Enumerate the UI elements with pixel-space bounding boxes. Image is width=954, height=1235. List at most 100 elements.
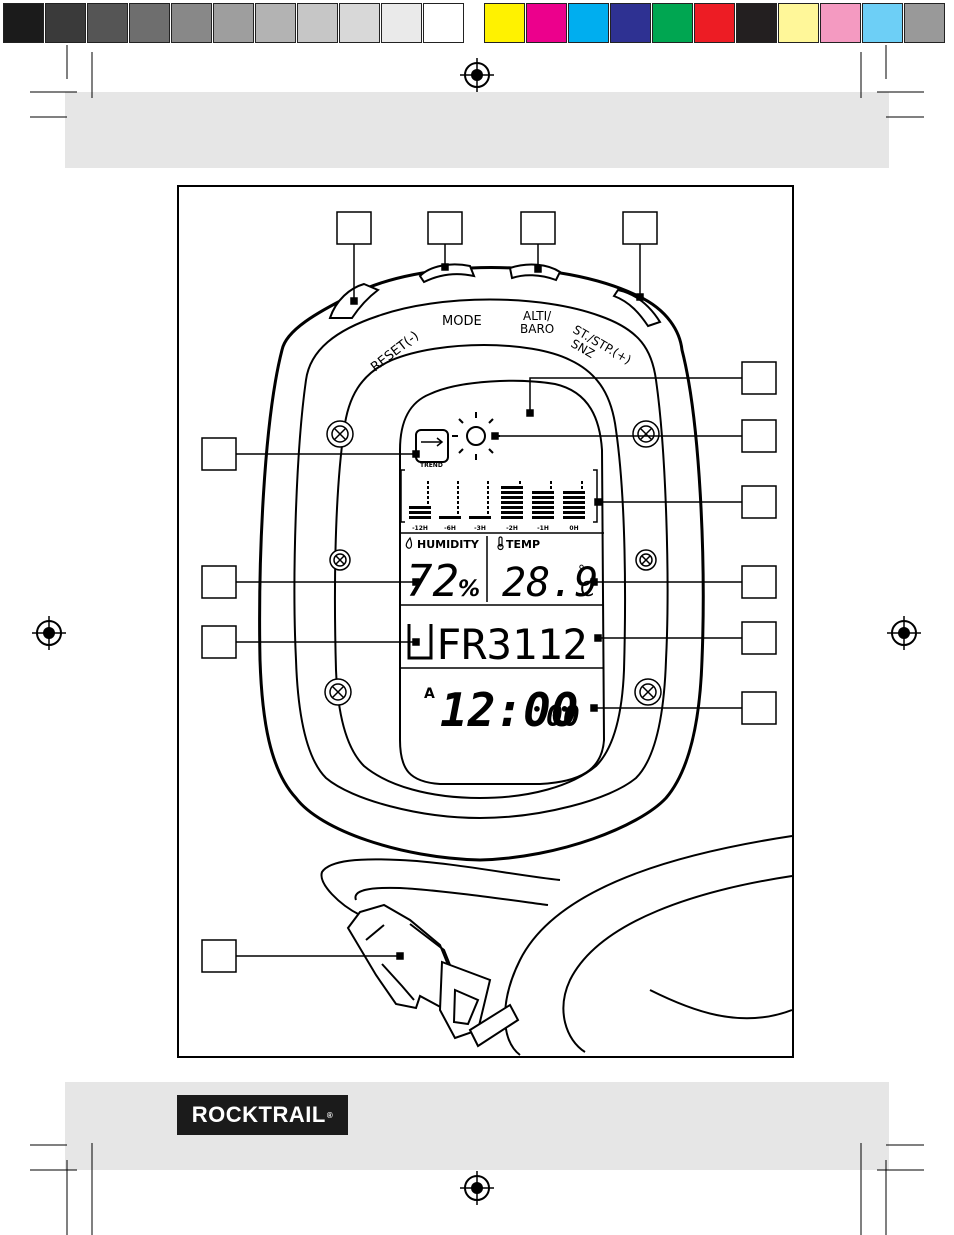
history-segment: [409, 506, 431, 509]
color-swatch: [129, 3, 170, 43]
history-segment: [457, 481, 459, 484]
callout-box: [741, 565, 777, 599]
mode-label: MODE: [442, 314, 482, 329]
screws: [324, 420, 662, 706]
history-segment: [457, 491, 459, 494]
color-swatch: [652, 3, 693, 43]
callout-box: [741, 621, 777, 655]
callout-box: [622, 211, 658, 245]
history-segment: [563, 506, 585, 509]
callout-box: [427, 211, 463, 245]
history-segment: [563, 501, 585, 504]
history-tick-label: -2H: [506, 525, 518, 532]
history-segment: [439, 516, 461, 519]
arrow-right-icon: [421, 437, 444, 447]
history-segment: [501, 511, 523, 514]
trend-indicator: [415, 429, 449, 463]
history-segment: [501, 496, 523, 499]
history-segment: [532, 491, 554, 494]
color-swatch: [381, 3, 422, 43]
history-segment: [550, 486, 552, 489]
color-swatch: [45, 3, 86, 43]
history-segment: [519, 481, 521, 484]
registration-mark-top: [460, 58, 494, 92]
history-segment: [581, 481, 583, 484]
color-swatch: [255, 3, 296, 43]
history-segment: [457, 511, 459, 514]
crop-marks: [30, 45, 924, 1235]
history-segment: [457, 486, 459, 489]
screw-icon: [632, 420, 660, 448]
color-swatch: [339, 3, 380, 43]
history-segment: [487, 486, 489, 489]
humidity-unit: %: [458, 577, 480, 602]
history-tick-label: -3H: [474, 525, 486, 532]
trend-label: TREND: [420, 462, 443, 469]
screw-icon: [324, 678, 352, 706]
history-segment: [487, 501, 489, 504]
color-swatch: [423, 3, 464, 43]
color-swatch: [568, 3, 609, 43]
gray-swatch-bar: [3, 3, 465, 43]
mode-button[interactable]: [418, 263, 476, 284]
alti-label-line1: ALTI/: [523, 309, 552, 323]
color-swatch-bar: [484, 3, 946, 43]
bezel-ring: [293, 298, 669, 820]
am-indicator: A: [424, 686, 435, 702]
history-segment: [532, 511, 554, 514]
st-stp-button[interactable]: [612, 288, 662, 328]
history-segment: [469, 516, 491, 519]
history-segment: [501, 491, 523, 494]
history-segment: [532, 506, 554, 509]
thermometer-icon: [497, 536, 504, 551]
registration-mark-right: [887, 616, 921, 650]
color-swatch: [213, 3, 254, 43]
color-swatch: [526, 3, 567, 43]
history-segment: [427, 496, 429, 499]
color-swatch: [820, 3, 861, 43]
buckle: [346, 903, 520, 1048]
brand-logo: ROCKTRAIL®: [177, 1095, 348, 1135]
color-swatch: [694, 3, 735, 43]
history-segment: [457, 496, 459, 499]
date-row: FR3112: [436, 620, 588, 669]
color-swatch: [736, 3, 777, 43]
callouts: [201, 211, 777, 973]
history-segment: [427, 481, 429, 484]
screw-icon: [635, 549, 657, 571]
history-segment: [532, 501, 554, 504]
color-swatch: [610, 3, 651, 43]
history-segment: [427, 491, 429, 494]
history-segment: [457, 506, 459, 509]
screw-icon: [329, 549, 351, 571]
callout-box: [520, 211, 556, 245]
history-segment: [457, 501, 459, 504]
history-segment: [487, 506, 489, 509]
history-segment: [487, 511, 489, 514]
history-segment: [563, 491, 585, 494]
time-main: 12:00: [440, 683, 578, 737]
color-swatch: [297, 3, 338, 43]
color-swatch: [171, 3, 212, 43]
history-segment: [581, 486, 583, 489]
callout-box: [201, 437, 237, 471]
temp-label: TEMP: [506, 538, 540, 551]
color-swatch: [87, 3, 128, 43]
history-segment: [409, 511, 431, 514]
history-tick-label: -12H: [412, 525, 428, 532]
color-swatch: [778, 3, 819, 43]
history-segment: [532, 496, 554, 499]
callout-box: [336, 211, 372, 245]
history-segment: [487, 481, 489, 484]
callout-box: [741, 485, 777, 519]
time-seconds: 00: [546, 700, 580, 733]
color-swatch: [3, 3, 44, 43]
history-segment: [501, 516, 523, 519]
humidity-drop-icon: [405, 536, 413, 549]
temp-degree: °: [578, 563, 585, 579]
registration-mark-left: [32, 616, 66, 650]
color-swatch: [484, 3, 525, 43]
history-segment: [427, 501, 429, 504]
temp-value: 28.9: [502, 560, 598, 606]
history-segment: [427, 486, 429, 489]
